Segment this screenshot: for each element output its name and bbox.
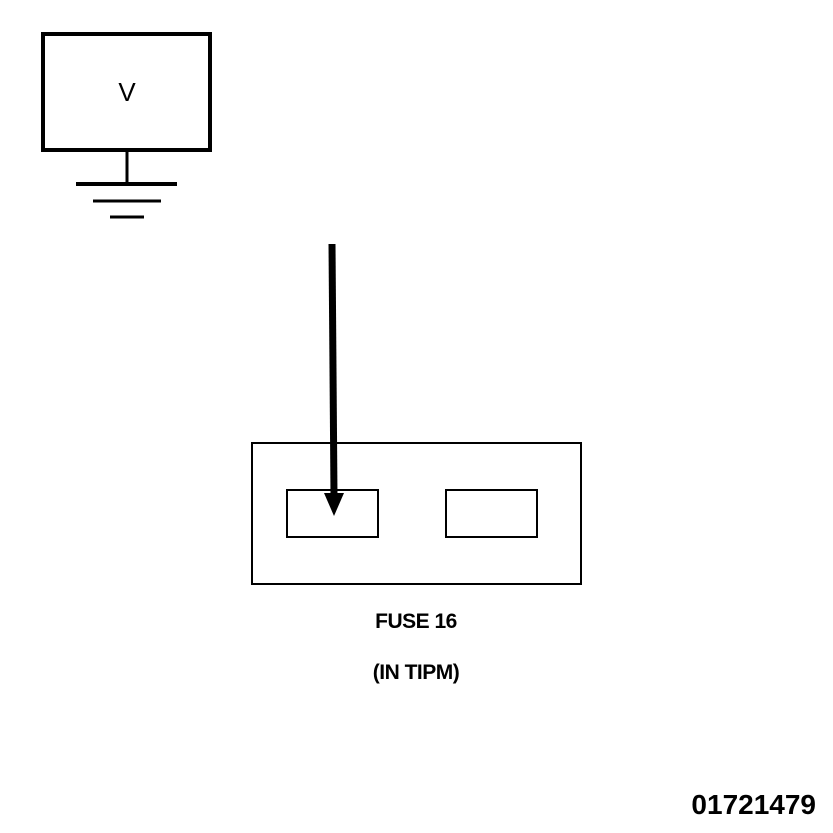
ground-symbol-icon bbox=[76, 150, 177, 219]
voltmeter: V bbox=[41, 32, 212, 152]
fuse-name-label: FUSE 16 bbox=[375, 610, 457, 633]
fuse-terminal-right bbox=[445, 489, 538, 538]
figure-id: 01721479 bbox=[691, 789, 816, 820]
probe-arrow-icon bbox=[324, 243, 344, 516]
fuse-block bbox=[251, 442, 582, 585]
fuse-housing bbox=[251, 442, 582, 585]
fuse-location-label: (IN TIPM) bbox=[373, 661, 459, 684]
voltmeter-label: V bbox=[118, 77, 136, 107]
